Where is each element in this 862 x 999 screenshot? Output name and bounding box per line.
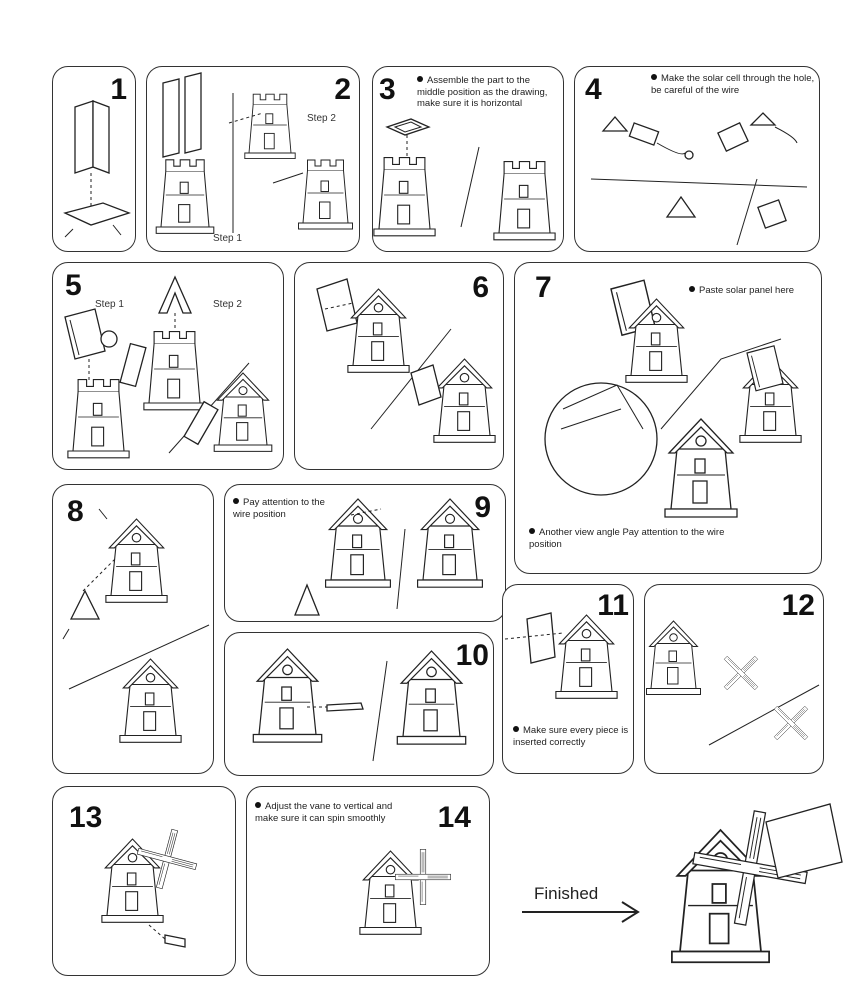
step-11-note: Make sure every piece is inserted correc… bbox=[513, 725, 631, 748]
step-number: 14 bbox=[438, 803, 471, 833]
step-13-illustration bbox=[93, 815, 233, 971]
step-11-illustration bbox=[503, 611, 633, 721]
step-7-note-2: Another view angle Pay attention to the … bbox=[529, 527, 749, 550]
step-2-illustration bbox=[153, 73, 353, 243]
step-10-panel: 10 bbox=[224, 632, 494, 776]
finished-windmill-illustration bbox=[650, 790, 850, 990]
step-number: 3 bbox=[379, 75, 396, 105]
step-14-note: Adjust the vane to vertical and make sur… bbox=[255, 801, 395, 824]
step-10-illustration bbox=[231, 641, 487, 773]
step-7-panel: 7 Paste solar panel here Another view an… bbox=[514, 262, 822, 574]
step-5-panel: 5 Step 1 Step 2 bbox=[52, 262, 284, 470]
step-6-panel: 6 bbox=[294, 262, 504, 470]
step-14-illustration bbox=[357, 837, 487, 971]
step-3-panel: 3 Assemble the part to the middle positi… bbox=[372, 66, 564, 252]
step-4-panel: 4 Make the solar cell through the hole, … bbox=[574, 66, 820, 252]
step-14-panel: 14 Adjust the vane to vertical and make … bbox=[246, 786, 490, 976]
step-6-illustration bbox=[301, 269, 501, 465]
step-1-panel: 1 bbox=[52, 66, 136, 252]
step-3-note: Assemble the part to the middle position… bbox=[417, 75, 559, 110]
step-9-panel: 9 Pay attention to the wire position bbox=[224, 484, 506, 622]
step-4-note: Make the solar cell through the hole, be… bbox=[651, 73, 817, 96]
step-9-illustration bbox=[231, 489, 503, 619]
step-8-illustration bbox=[59, 499, 211, 769]
step-2-panel: 2 Step 2 Step 1 bbox=[146, 66, 360, 252]
step-8-panel: 8 bbox=[52, 484, 214, 774]
step-13-panel: 13 bbox=[52, 786, 236, 976]
step-7-illustration bbox=[521, 269, 817, 529]
step-4-illustration bbox=[581, 97, 817, 247]
arrow-right-icon bbox=[520, 900, 644, 924]
step-5-illustration bbox=[59, 273, 281, 465]
step-1-illustration bbox=[63, 97, 133, 247]
step-12-panel: 12 bbox=[644, 584, 824, 774]
step-3-illustration bbox=[379, 117, 559, 247]
step-11-panel: 11 Make sure every piece is inserted cor… bbox=[502, 584, 634, 774]
step-12-illustration bbox=[649, 615, 821, 771]
